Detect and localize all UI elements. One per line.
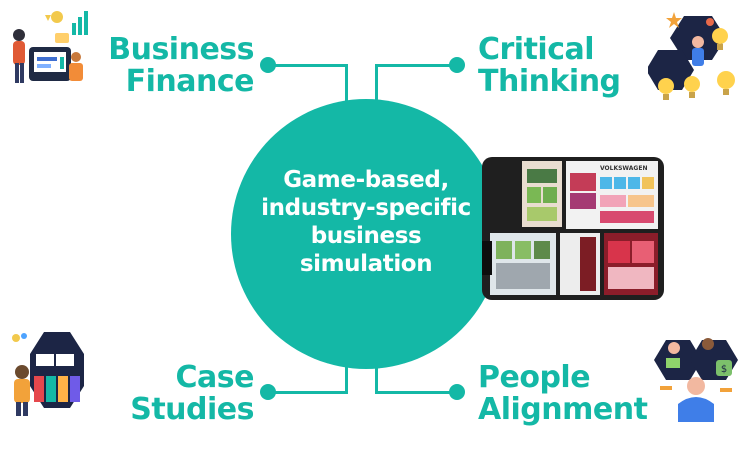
label-business-finance: Business Finance (96, 34, 254, 98)
connector-dot-people (449, 384, 465, 400)
label-case-studies-line-2: Studies (130, 392, 254, 427)
label-people-alignment-line-2: Alignment (478, 392, 648, 427)
connector-dot-case (260, 384, 276, 400)
presentation-board-icon (12, 332, 84, 416)
center-line-4: simulation (299, 251, 433, 277)
connector-dot-thinking (449, 57, 465, 73)
connector-thinking-h (375, 64, 459, 67)
connector-case-h (268, 391, 347, 394)
center-line-2: industry-specific (261, 195, 471, 221)
label-case-studies-line-1: Case (175, 360, 255, 395)
simulation-screenshot: VOLKSWAGEN (482, 157, 664, 300)
label-case-studies: Case Studies (96, 362, 254, 426)
lightbulb-ideas-icon (648, 12, 735, 100)
finance-dashboard-icon (13, 11, 88, 83)
label-critical-thinking: Critical Thinking (478, 34, 636, 98)
team-collaboration-icon: $ (654, 338, 738, 422)
center-line-1: Game-based, (283, 167, 449, 193)
label-people-alignment: People Alignment (478, 362, 656, 426)
connector-people-v (375, 345, 378, 394)
connector-case-v (345, 345, 348, 394)
connector-finance-h (268, 64, 347, 67)
connector-people-h (375, 391, 459, 394)
brand-text: VOLKSWAGEN (600, 165, 648, 172)
center-title: Game-based, industry-specific business s… (238, 166, 494, 278)
connector-thinking-v (375, 64, 378, 124)
label-critical-thinking-line-1: Critical (478, 32, 595, 67)
label-business-finance-line-1: Business (108, 32, 254, 67)
label-critical-thinking-line-2: Thinking (478, 64, 621, 99)
center-circle (231, 99, 501, 369)
label-people-alignment-line-1: People (478, 360, 591, 395)
connector-dot-finance (260, 57, 276, 73)
connector-finance-v (345, 64, 348, 124)
label-business-finance-line-2: Finance (125, 64, 255, 99)
svg-text:$: $ (721, 364, 727, 375)
center-line-3: business (310, 223, 422, 249)
